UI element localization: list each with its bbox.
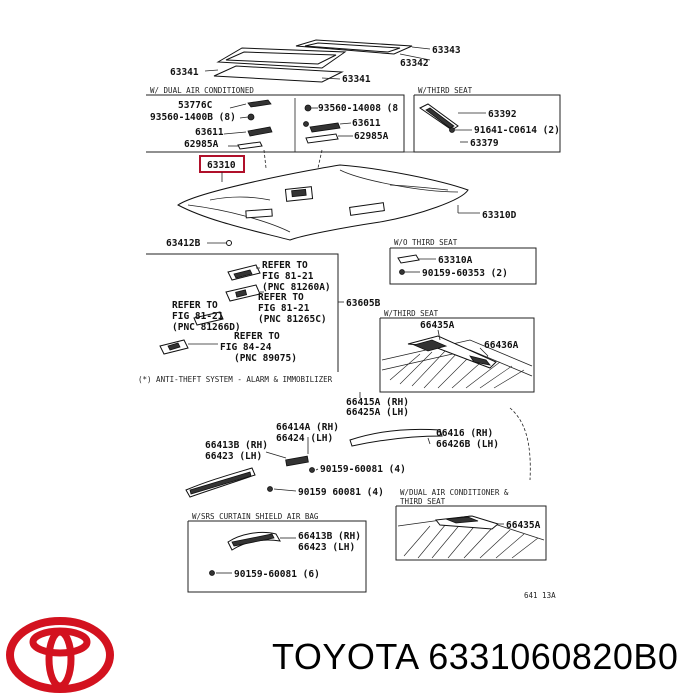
caption-third-seat: W/THIRD SEAT [418, 86, 473, 95]
label-66413b-rh-2: 66413B (RH) [298, 531, 361, 542]
third-seat-parts [419, 103, 486, 143]
ref1-line-a: REFER TO [262, 260, 308, 271]
label-66436a: 66436A [484, 340, 519, 351]
ref4-line-b: FIG 84-24 [220, 342, 272, 353]
curtain-parts [209, 531, 296, 576]
dual-air-right-parts [303, 104, 353, 144]
wo-third-seat-box [389, 247, 537, 285]
with-third-seat-box [379, 317, 535, 393]
figure-code: 641 13A [524, 591, 556, 600]
label-63605b: 63605B [346, 298, 381, 309]
label-66435a-bottom: 66435A [506, 520, 541, 531]
label-90159-60353: 90159-60353 (2) [422, 268, 508, 279]
caption-dual-air-third-b: THIRD SEAT [400, 497, 446, 506]
clip-icon [226, 240, 232, 246]
label-53776c: 53776C [178, 100, 213, 111]
caption-dual-air-third: W/DUAL AIR CONDITIONER & [400, 488, 509, 497]
ref2-line-b: FIG 81-21 [258, 303, 310, 314]
caption-curtain: W/SRS CURTAIN SHIELD AIR BAG [192, 512, 319, 521]
brand-part-number: TOYOTA 6331060820B0 [272, 636, 679, 677]
label-63611-left: 63611 [195, 127, 224, 138]
label-66413b-rh: 66413B (RH) [205, 440, 268, 451]
label-66423-lh: 66423 (LH) [205, 451, 262, 462]
headliner-panel [177, 149, 480, 241]
label-90159-60081-c: 90159-60081 (6) [234, 569, 320, 580]
label-62985a-left: 62985A [184, 139, 219, 150]
caption-wo-third-seat: W/O THIRD SEAT [394, 238, 458, 247]
label-90159-60081-b: 90159 60081 (4) [298, 487, 384, 498]
ref3-line-b: FIG 81-21 [172, 311, 224, 322]
label-90159-60081-a: 90159-60081 (4) [320, 464, 406, 475]
curtain-rail-parts [185, 407, 531, 498]
with-third-seat-parts [381, 329, 533, 389]
label-66424: 66424 (LH) [276, 433, 333, 444]
refer-box [146, 253, 339, 372]
label-63342: 63342 [400, 58, 429, 69]
label-63392: 63392 [488, 109, 517, 120]
label-91641: 91641-C0614 (2) [474, 125, 560, 136]
label-66435a-top: 66435A [420, 320, 455, 331]
sunroof-panels [204, 39, 431, 83]
curtain-box [187, 520, 367, 593]
label-66416: 66416 (RH) [436, 428, 493, 439]
third-seat-box [413, 94, 561, 153]
label-63310d: 63310D [482, 210, 517, 221]
label-63412b: 63412B [166, 238, 201, 249]
dual-air-third-box [395, 505, 547, 561]
caption-with-third-seat: W/THIRD SEAT [384, 309, 439, 318]
ref1-line-c: (PNC 81260A) [262, 282, 331, 293]
lamp-parts [159, 264, 264, 355]
label-66425a: 66425A (LH) [346, 407, 409, 418]
label-62985a-right: 62985A [354, 131, 389, 142]
label-63611-right: 63611 [352, 118, 381, 129]
label-63343: 63343 [432, 45, 461, 56]
ref2-line-a: REFER TO [258, 292, 304, 303]
label-63341-left: 63341 [170, 67, 199, 78]
label-63310a: 63310A [438, 255, 473, 266]
label-63341-right: 63341 [342, 74, 371, 85]
caption-anti-theft: (*) ANTI-THEFT SYSTEM - ALARM & IMMOBILI… [138, 375, 333, 384]
ref3-line-a: REFER TO [172, 300, 218, 311]
ref4-line-c: (PNC 89075) [234, 353, 297, 364]
caption-dual-air: W/ DUAL AIR CONDITIONED [150, 86, 254, 95]
wo-third-seat-parts [397, 254, 436, 275]
label-66415a: 66415A (RH) [346, 397, 409, 408]
ref3-line-c: (PNC 81266D) [172, 322, 241, 333]
ref2-line-c: (PNC 81265C) [258, 314, 327, 325]
label-93560-1400b: 93560-1400B (8) [150, 112, 236, 123]
label-66414a: 66414A (RH) [276, 422, 339, 433]
ref4-line-a: REFER TO [234, 331, 280, 342]
dual-air-left-parts [223, 99, 273, 150]
label-63310: 63310 [207, 160, 236, 171]
label-63379: 63379 [470, 138, 499, 149]
ref1-line-b: FIG 81-21 [262, 271, 314, 282]
dual-air-third-parts [397, 515, 545, 559]
label-66426b: 66426B (LH) [436, 439, 499, 450]
toyota-logo-icon [6, 617, 114, 693]
label-93560-14008: 93560-14008 (8 [318, 103, 398, 114]
label-66423-lh-2: 66423 (LH) [298, 542, 355, 553]
